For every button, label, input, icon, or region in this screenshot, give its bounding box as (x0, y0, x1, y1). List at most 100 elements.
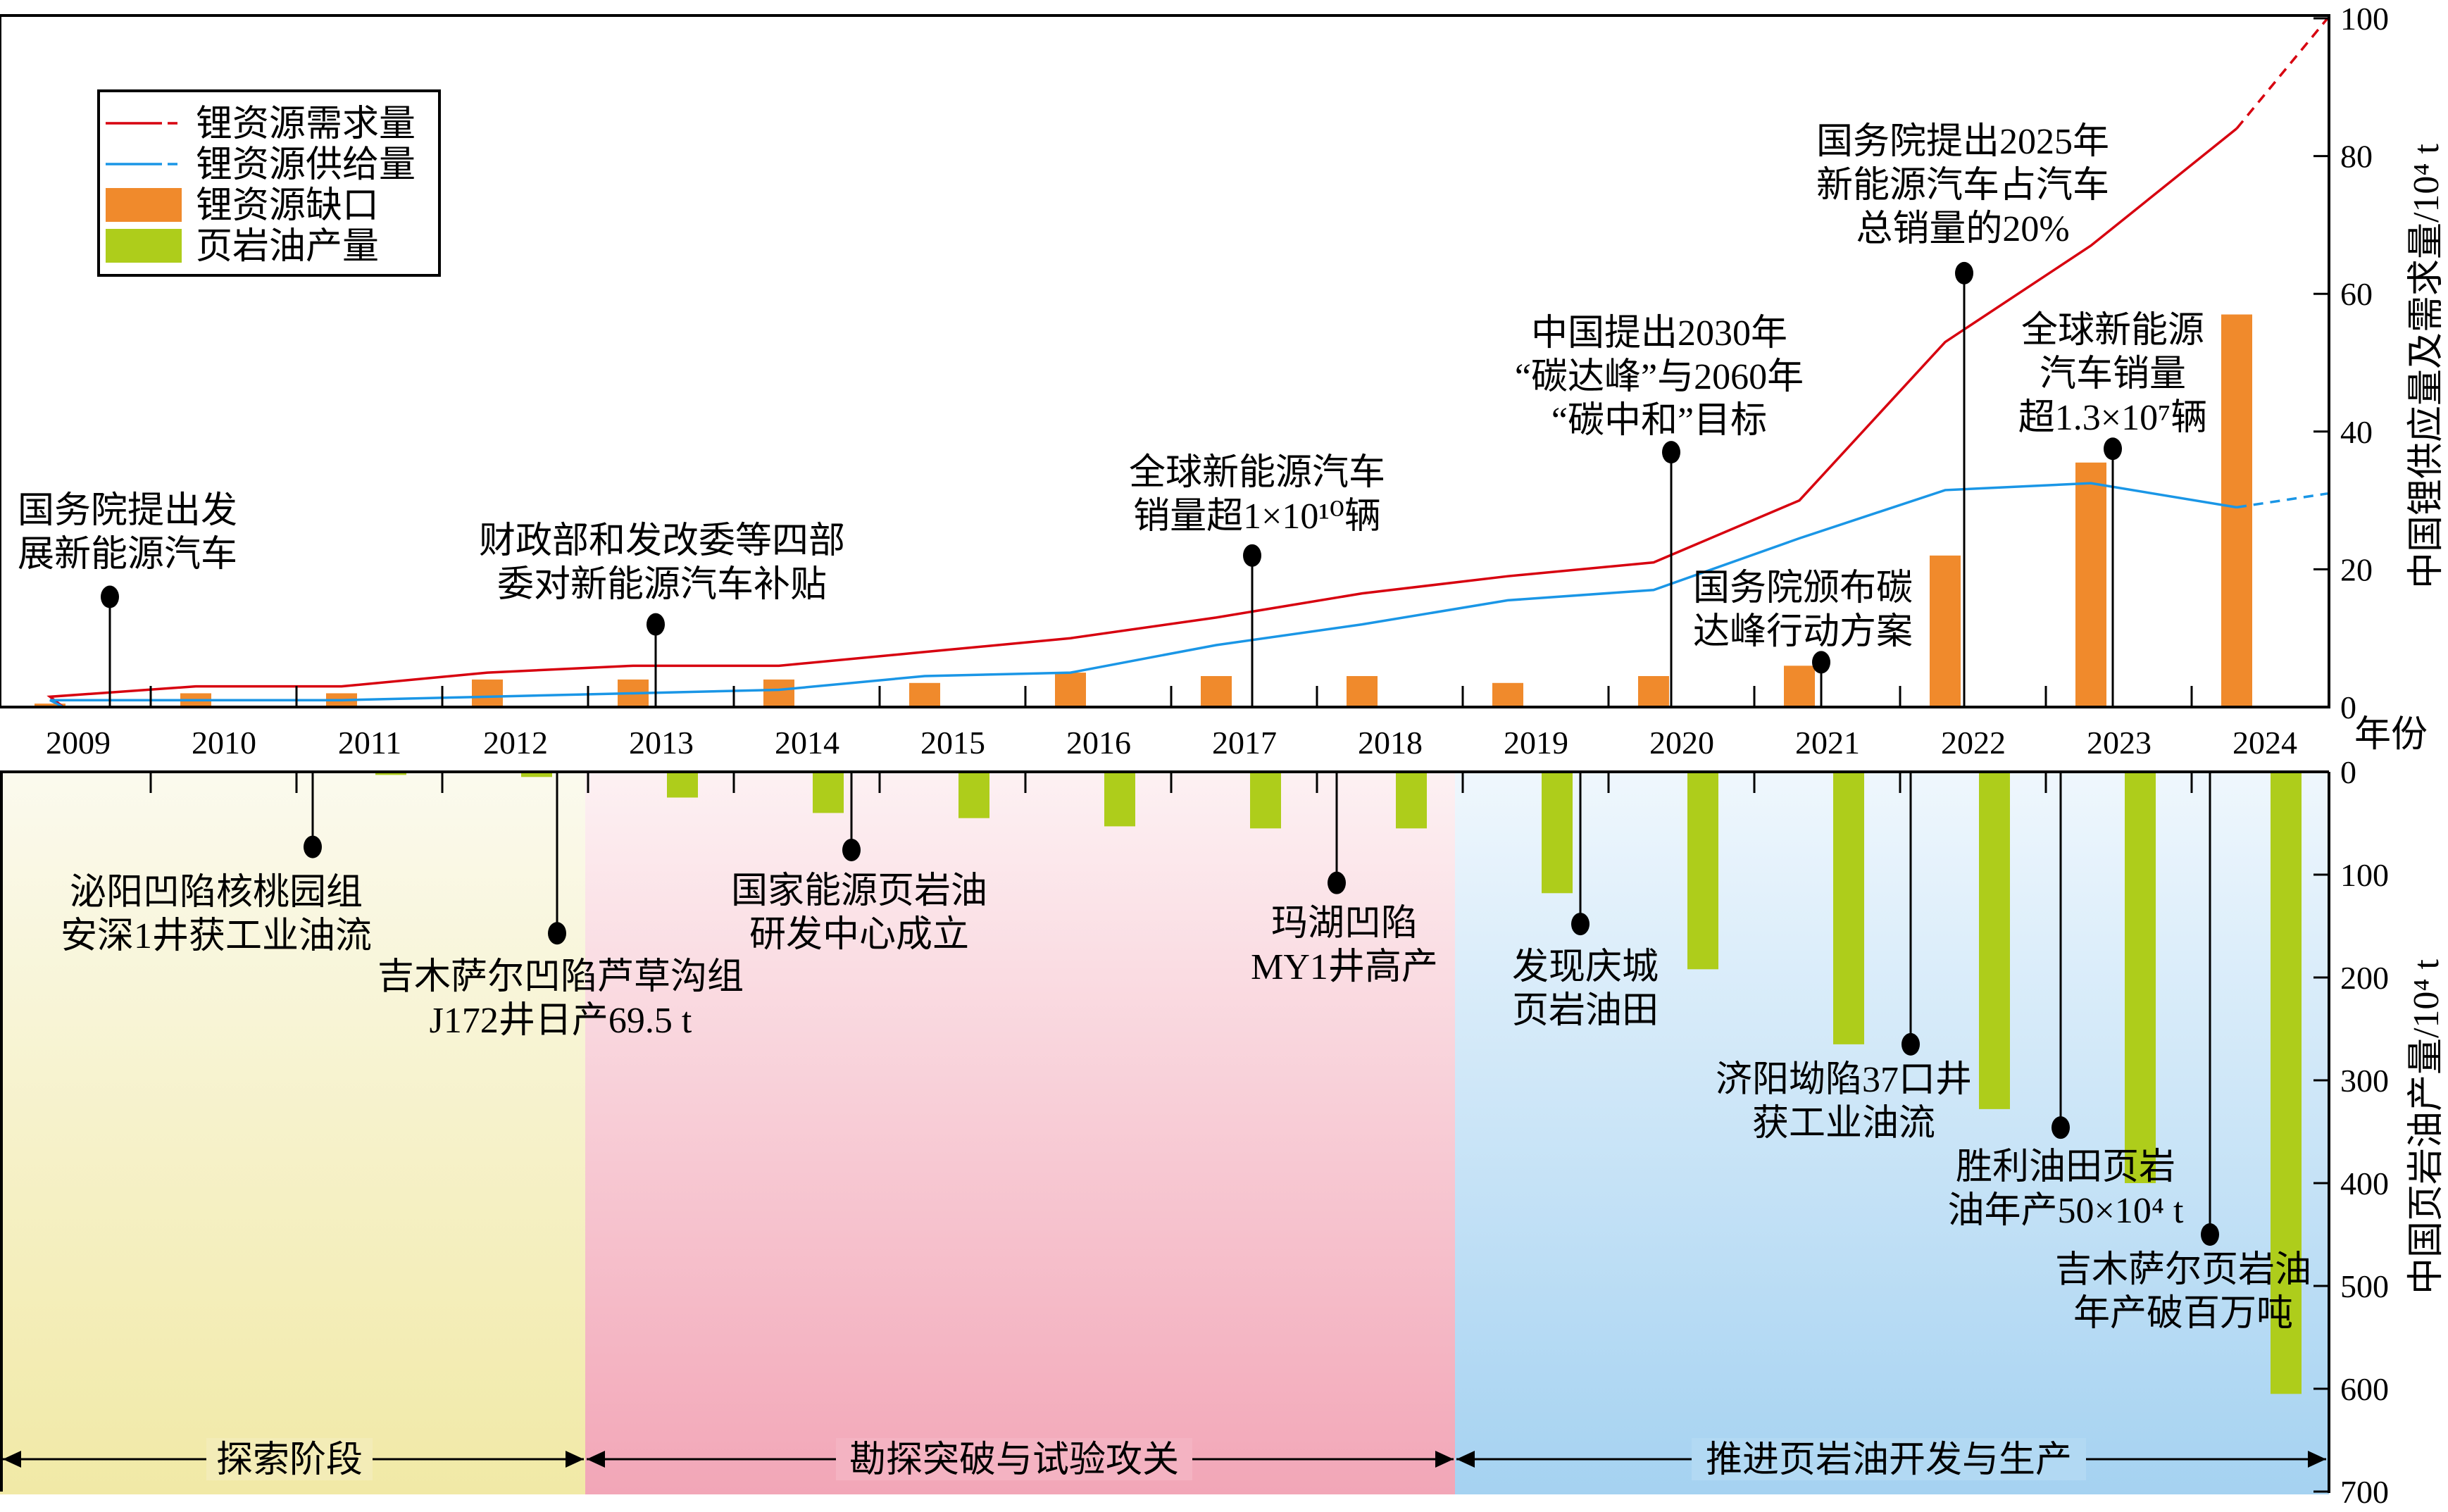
y-tick-label-top: 0 (2340, 689, 2356, 725)
x-tick-label: 2021 (1795, 725, 1860, 761)
annotation-text: 国务院提出2025年 (1816, 122, 2109, 162)
shale-oil-bar (813, 772, 844, 813)
gap-bar (763, 679, 794, 707)
shale-oil-bar (521, 772, 552, 777)
legend-label: 锂资源需求量 (196, 104, 416, 144)
x-tick-label: 2022 (1941, 725, 2006, 761)
legend-label: 锂资源缺口 (196, 186, 379, 226)
supply-projection-line (2236, 492, 2328, 509)
stage-background (0, 772, 585, 1494)
x-axis-title: 年份 (2354, 715, 2428, 755)
annotation-text: 展新能源汽车 (18, 535, 237, 575)
y-tick-label-bottom: 500 (2340, 1268, 2389, 1304)
annotation-text: 泌阳凹陷核桃园组 (70, 873, 363, 913)
shale-oil-bar (1396, 772, 1427, 829)
demand-line (46, 127, 2238, 708)
legend-shale-swatch (106, 229, 182, 263)
stage-label-bg (206, 1438, 373, 1480)
supply-line (49, 482, 2237, 708)
arrow-right-icon (1435, 1451, 1454, 1468)
annotation-text: 中国提出2030年 (1531, 313, 1787, 354)
arrow-right-icon (2308, 1451, 2326, 1468)
gap-bar (35, 704, 65, 707)
annotation-text: 全球新能源 (2021, 311, 2204, 351)
arrow-left-icon (1456, 1451, 1475, 1468)
legend-label: 锂资源供给量 (196, 145, 416, 185)
x-tick-label: 2016 (1066, 725, 1131, 761)
x-tick-label: 2020 (1649, 725, 1714, 761)
shale-oil-bar (1250, 772, 1281, 829)
y-tick-label-top: 40 (2340, 414, 2373, 450)
annotation-text: 油年产50×10⁴ t (1948, 1191, 2184, 1231)
annotation-text: 新能源汽车占汽车 (1816, 165, 2109, 206)
gap-bar (1492, 682, 1523, 707)
y-tick-label-top: 100 (2340, 1, 2389, 37)
arrow-left-icon (3, 1451, 21, 1468)
stage-label-bg (1692, 1438, 2086, 1480)
y-axis-title-top: 中国锂供应量及需求量/10⁴ t (2406, 143, 2447, 589)
top-plot-frame (0, 14, 2330, 708)
annotation-text: 安深1井获工业油流 (61, 916, 372, 956)
annotation-pin-dot (842, 838, 861, 861)
x-tick-label: 2015 (920, 725, 985, 761)
arrow-right-icon (566, 1451, 584, 1468)
y-tick-label-bottom: 600 (2340, 1371, 2389, 1407)
annotation-text: 吉木萨尔页岩油 (2055, 1250, 2311, 1290)
legend-gap-swatch (106, 188, 182, 222)
annotation-pin-dot (1328, 871, 1346, 894)
annotation-text: 研发中心成立 (749, 915, 969, 955)
annotation-pin-dot (101, 585, 119, 608)
gap-bar (2075, 462, 2106, 707)
gap-bar (1201, 675, 1232, 707)
x-tick-label: 2023 (2087, 725, 2152, 761)
annotation-text: 吉木萨尔凹陷芦草沟组 (377, 957, 744, 997)
annotation-text: “碳达峰”与2060年 (1515, 357, 1804, 397)
annotation-pin-dot (1662, 441, 1680, 464)
stage-background (585, 772, 1455, 1494)
y-tick-label-top: 60 (2340, 276, 2373, 312)
gap-bar (1347, 675, 1378, 707)
annotation-text: 国家能源页岩油 (731, 871, 987, 911)
annotation-pin-dot (2052, 1116, 2070, 1139)
annotation-pin-dot (548, 922, 566, 945)
gap-bar (1784, 666, 1815, 707)
annotation-text: 年产破百万吨 (2073, 1294, 2293, 1334)
gap-bar (2221, 314, 2252, 707)
gap-bar (1055, 673, 1086, 707)
annotation-text: 胜利油田页岩 (1956, 1147, 2175, 1187)
y-tick-label-bottom: 300 (2340, 1063, 2389, 1099)
x-tick-label: 2011 (338, 725, 401, 761)
annotation-text: 财政部和发改委等四部 (479, 521, 845, 561)
shale-oil-bar (1833, 772, 1864, 1044)
y-tick-label-bottom: 0 (2340, 754, 2356, 790)
y-tick-label-bottom: 400 (2340, 1166, 2389, 1201)
annotation-text: 达峰行动方案 (1693, 612, 1913, 652)
x-tick-label: 2017 (1212, 725, 1277, 761)
stage-label-bg (836, 1438, 1192, 1480)
annotation-text: 超1.3×10⁷辆 (2018, 398, 2207, 438)
annotation-pin-dot (1571, 913, 1590, 936)
annotation-pin-dot (1955, 261, 1973, 285)
x-tick-label: 2013 (629, 725, 694, 761)
annotation-text: 国务院提出发 (18, 491, 237, 531)
stage-label: 探索阶段 (216, 1440, 363, 1480)
y-tick-label-bottom: 100 (2340, 857, 2389, 893)
x-tick-label: 2009 (46, 725, 111, 761)
annotation-text: 页岩油田 (1512, 991, 1659, 1031)
annotation-text: 济阳坳陷37口井 (1716, 1060, 1972, 1100)
gap-bar (1930, 555, 1961, 707)
x-tick-label: 2014 (775, 725, 839, 761)
annotation-text: 发现庆城 (1512, 947, 1659, 987)
x-tick-label: 2019 (1504, 725, 1568, 761)
shale-oil-bar (958, 772, 989, 818)
annotation-text: 全球新能源汽车 (1129, 453, 1385, 493)
legend-label: 页岩油产量 (196, 227, 379, 267)
annotation-pin-dot (2201, 1223, 2219, 1246)
demand-projection-line (2235, 17, 2329, 130)
shale-oil-bar (2125, 772, 2156, 1183)
annotation-pin-dot (1812, 651, 1830, 674)
stage-label: 推进页岩油开发与生产 (1706, 1440, 2072, 1480)
annotation-pin-dot (1243, 544, 1261, 567)
